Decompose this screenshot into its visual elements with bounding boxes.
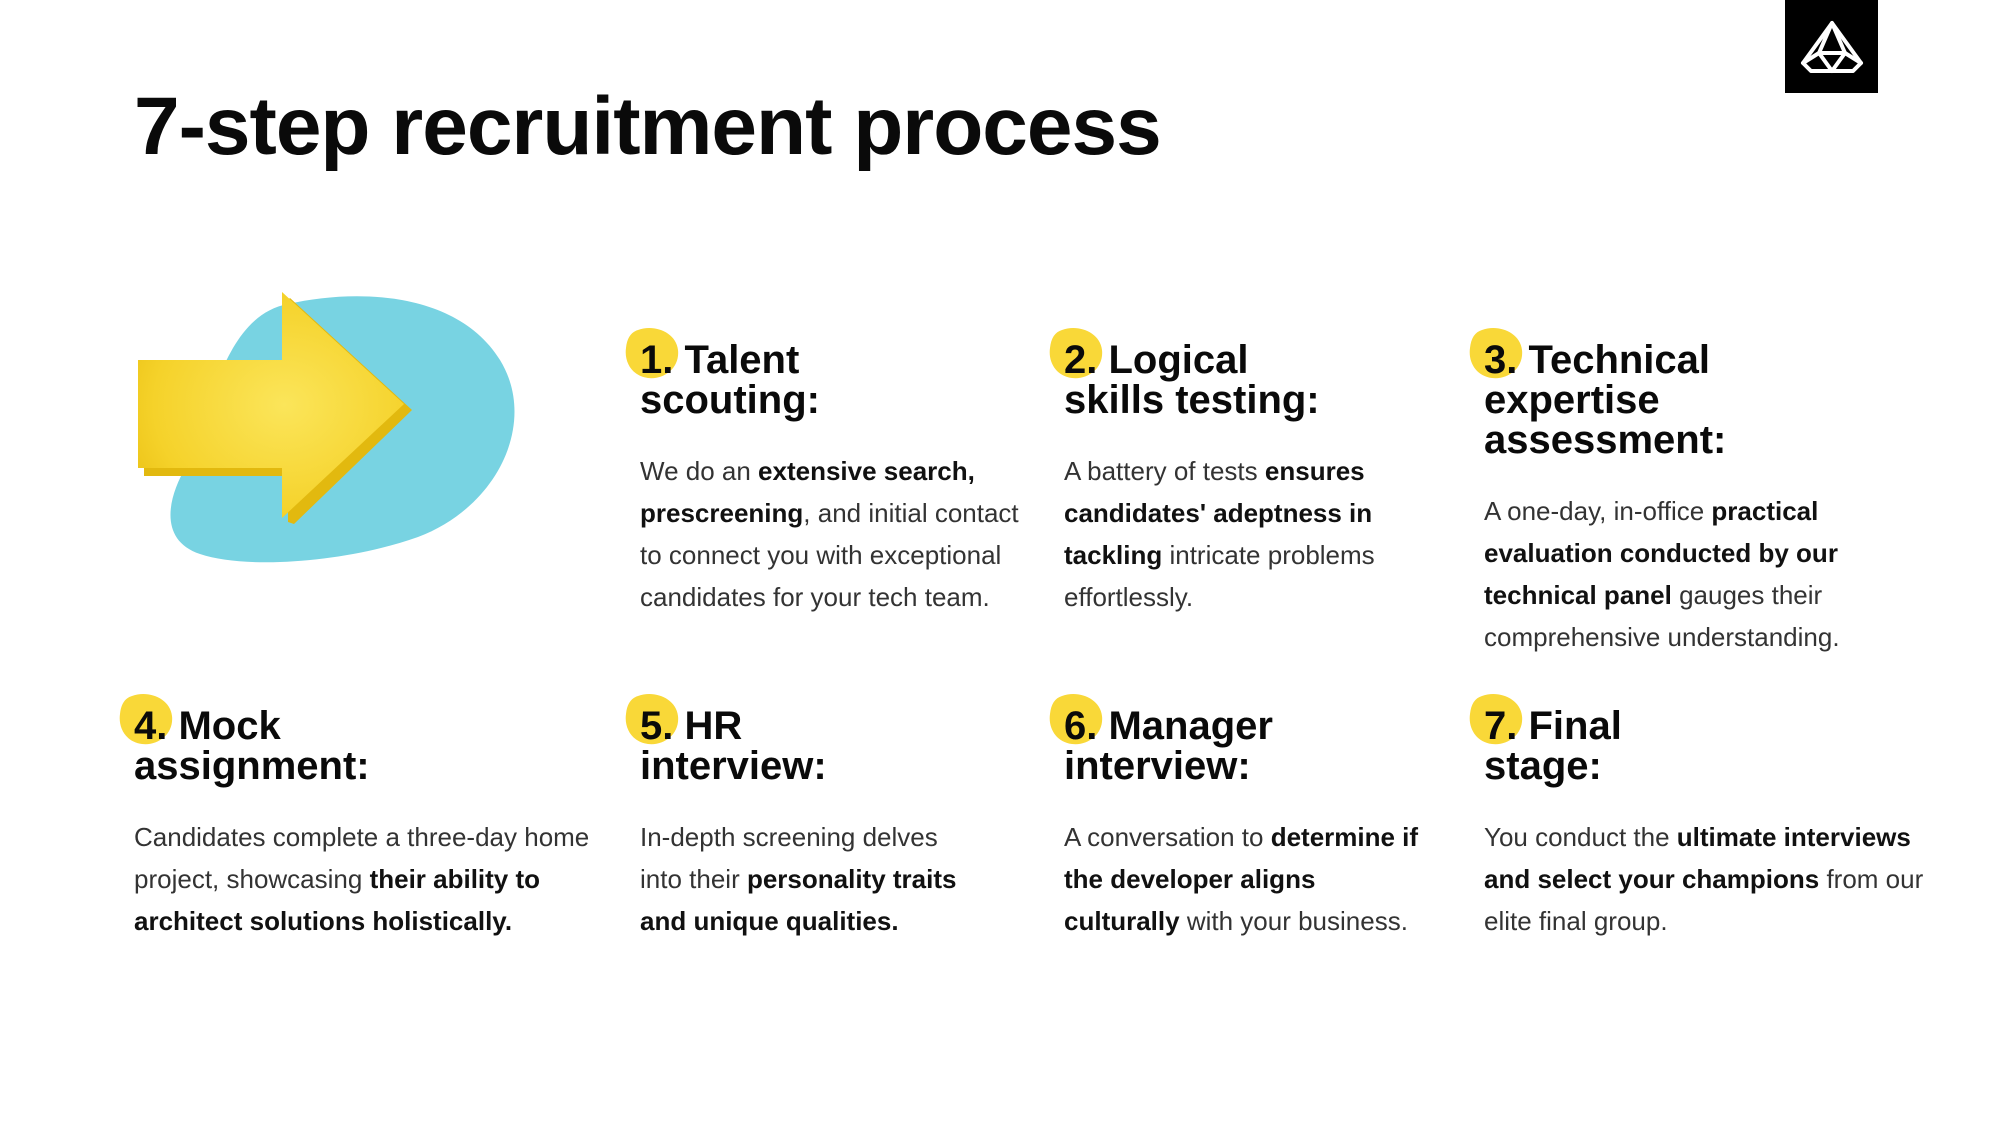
description-emphasis: practical evaluation conducted by our te… — [1484, 496, 1838, 610]
step-2: 2. Logical skills testing: A battery of … — [1049, 328, 1394, 618]
description-text: We do an — [640, 456, 759, 486]
step-title-line1: Technical expertise — [1484, 338, 1711, 422]
step-title-line2: assignment: — [134, 744, 370, 788]
step-title-line2: scouting: — [640, 378, 820, 422]
step-heading: 5. HR interview: — [625, 694, 980, 788]
step-title-line1: Final — [1528, 704, 1622, 748]
highlight-blob — [625, 328, 679, 379]
highlight-blob — [625, 694, 679, 745]
step-description: In-depth screening delves into their per… — [640, 816, 980, 942]
logo — [1785, 0, 1878, 93]
step-description: Candidates complete a three-day home pro… — [134, 816, 604, 942]
step-heading: 6. Manager interview: — [1049, 694, 1434, 788]
description-emphasis: ultimate interviews and select your cham… — [1484, 822, 1911, 894]
description-text: intricate problems effortlessly. — [1064, 540, 1375, 612]
step-title-line1: Talent — [684, 338, 800, 382]
highlight-blob — [119, 694, 173, 745]
step-1: 1. Talent scouting: We do an extensive s… — [625, 328, 1030, 618]
step-heading: 7. Final stage: — [1469, 694, 1934, 788]
step-7: 7. Final stage: You conduct the ultimate… — [1469, 694, 1934, 942]
description-text: In-depth screening delves into their — [640, 822, 938, 894]
step-heading: 2. Logical skills testing: — [1049, 328, 1394, 422]
step-5: 5. HR interview: In-depth screening delv… — [625, 694, 980, 942]
description-emphasis: determine if the developer aligns cultur… — [1064, 822, 1419, 936]
step-heading: 4. Mock assignment: — [119, 694, 604, 788]
step-title-line1: Manager — [1108, 704, 1273, 748]
step-heading: 3. Technical expertise assessment: — [1469, 328, 1884, 462]
step-number: 3. — [1484, 338, 1518, 382]
highlight-blob — [1049, 694, 1103, 745]
step-title-line2: stage: — [1484, 744, 1602, 788]
step-description: We do an extensive search, prescreening,… — [640, 450, 1030, 618]
step-number: 1. — [640, 338, 674, 382]
step-description: A one-day, in-office practical evaluatio… — [1484, 490, 1884, 658]
description-text: You conduct the — [1484, 822, 1677, 852]
description-text: A one-day, in-office — [1484, 496, 1712, 526]
step-number: 6. — [1064, 704, 1098, 748]
step-6: 6. Manager interview: A conversation to … — [1049, 694, 1434, 942]
description-text: , and initial contact to connect you wit… — [640, 498, 1019, 612]
step-description: You conduct the ultimate interviews and … — [1484, 816, 1934, 942]
description-text: gauges their comprehensive understanding… — [1484, 580, 1840, 652]
step-number: 2. — [1064, 338, 1098, 382]
description-emphasis: ensures candidates' adeptness in tacklin… — [1064, 456, 1373, 570]
step-heading: 1. Talent scouting: — [625, 328, 1030, 422]
highlight-blob — [1049, 328, 1103, 379]
description-emphasis: personality traits and unique qualities. — [640, 864, 957, 936]
highlight-blob — [1469, 328, 1523, 379]
step-title-line1: Mock — [178, 704, 281, 748]
description-text: A battery of tests — [1064, 456, 1265, 486]
page-title: 7-step recruitment process — [134, 81, 1162, 172]
step-description: A battery of tests ensures candidates' a… — [1064, 450, 1394, 618]
description-text: A conversation to — [1064, 822, 1271, 852]
hero-arrow — [138, 292, 404, 518]
step-title-line2: interview: — [1064, 744, 1251, 788]
step-3: 3. Technical expertise assessment: A one… — [1469, 328, 1884, 658]
step-number: 4. — [134, 704, 168, 748]
description-text: from our elite final group. — [1484, 864, 1924, 936]
step-4: 4. Mock assignment: Candidates complete … — [119, 694, 604, 942]
description-emphasis: extensive search, prescreening — [640, 456, 975, 528]
step-title-line2: interview: — [640, 744, 827, 788]
step-title-line1: HR — [684, 704, 743, 748]
description-text: Candidates complete a three-day home pro… — [134, 822, 590, 894]
step-number: 7. — [1484, 704, 1518, 748]
step-description: A conversation to determine if the devel… — [1064, 816, 1434, 942]
step-number: 5. — [640, 704, 674, 748]
diamond-logo-icon — [1800, 20, 1863, 73]
step-title-line2: skills testing: — [1064, 378, 1320, 422]
description-text: with your business. — [1179, 906, 1408, 936]
step-title-line1: Logical — [1108, 338, 1249, 382]
arrow-right-icon — [138, 292, 515, 563]
step-title-line2: assessment: — [1484, 418, 1727, 462]
description-emphasis: their ability to architect solutions hol… — [134, 864, 541, 936]
highlight-blob — [1469, 694, 1523, 745]
